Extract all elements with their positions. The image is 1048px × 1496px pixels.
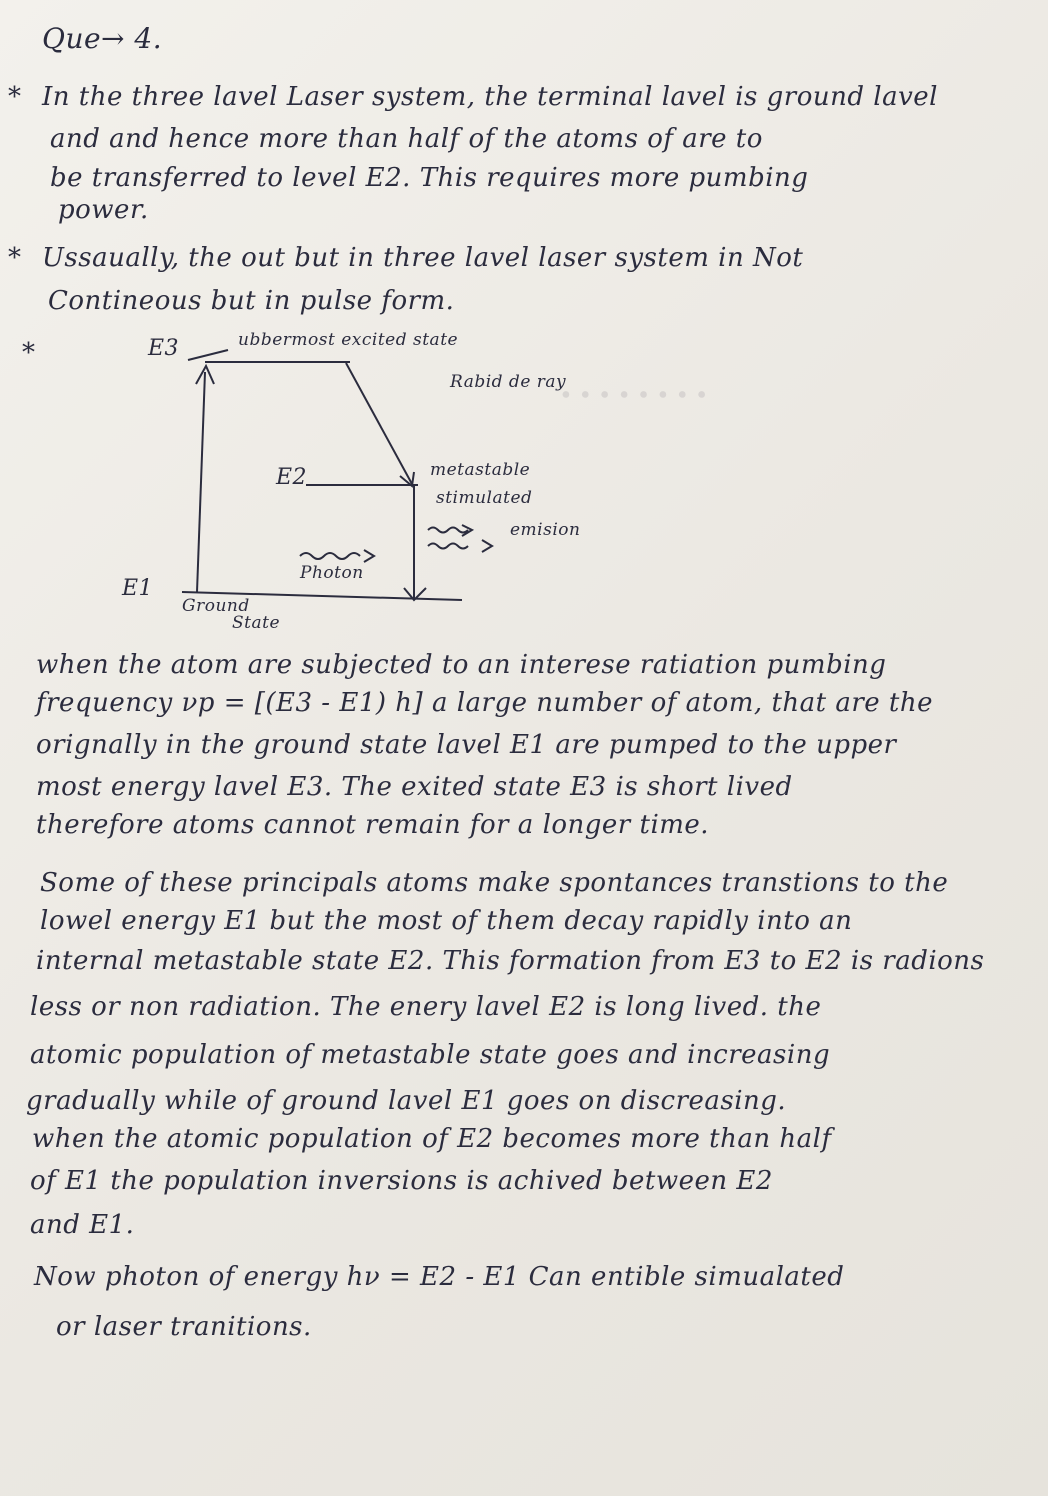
emission-wave-1: [427, 526, 469, 534]
para5-line-1: Now photon of energy hν = E2 - E1 Can en…: [34, 1262, 845, 1292]
photon-wave: [299, 552, 361, 560]
para3-line-1: when the atom are subjected to an intere…: [36, 650, 887, 680]
label-emission: emision: [510, 520, 581, 540]
label-stimulated: stimulated: [436, 488, 533, 508]
question-heading: Que→ 4.: [42, 22, 163, 55]
emission-wave-2-arrowhead: [481, 539, 494, 553]
label-ground: Ground: [182, 596, 250, 616]
bullet-3: *: [22, 338, 36, 368]
label-metastable: metastable: [430, 460, 531, 480]
para4-line-9: and E1.: [30, 1210, 135, 1240]
E1-level-line: [181, 591, 463, 601]
para2-line-2: Contineous but in pulse form.: [48, 286, 455, 316]
para2-line-1: Ussaually, the out but in three lavel la…: [42, 243, 804, 273]
para4-line-1: Some of these principals atoms make spon…: [40, 868, 949, 898]
para1-line-2: and and hence more than half of the atom…: [50, 124, 763, 154]
label-photon: Photon: [300, 563, 364, 583]
para4-line-3: internal metastable state E2. This forma…: [36, 946, 985, 976]
three-level-laser-diagram: [181, 349, 494, 602]
emission-wave-1-arrowhead: [461, 524, 475, 537]
para4-line-6: gradually while of ground lavel E1 goes …: [26, 1086, 787, 1116]
photon-wave-arrowhead: [363, 549, 376, 563]
label-E1: E1: [122, 576, 154, 601]
para4-line-4: less or non radiation. The enery lavel E…: [30, 992, 822, 1022]
para4-line-8: of E1 the population inversions is achiv…: [30, 1166, 773, 1196]
label-E3: E3: [148, 336, 180, 361]
para3-line-4: most energy lavel E3. The exited state E…: [36, 772, 793, 802]
para3-line-3: orignally in the ground state lavel E1 a…: [36, 730, 897, 760]
para4-line-2: lowel energy E1 but the most of them dec…: [40, 906, 853, 936]
para3-line-5: therefore atoms cannot remain for a long…: [36, 810, 710, 840]
bullet-2: *: [8, 243, 22, 273]
emission-wave-2: [427, 542, 469, 550]
E3-pointer-line: [187, 349, 229, 361]
stimulated-drop-arrowhead: [403, 587, 427, 602]
para1-line-4: power.: [58, 195, 149, 225]
pumping-arrow-line: [196, 371, 206, 593]
para1-line-1: In the three lavel Laser system, the ter…: [42, 82, 938, 112]
label-rapid-decay: Rabid de ray: [450, 372, 567, 392]
para3-line-2: frequency νp = [(E3 - E1) h] a large num…: [36, 688, 934, 718]
para4-line-5: atomic population of metastable state go…: [30, 1040, 831, 1070]
bullet-1: *: [8, 82, 22, 112]
label-E2: E2: [276, 465, 308, 490]
label-uppermost-excited-state: ubbermost excited state: [238, 330, 459, 350]
pumping-arrow-head: [195, 363, 215, 385]
para4-line-7: when the atomic population of E2 becomes…: [32, 1124, 832, 1154]
para1-line-3: be transferred to level E2. This require…: [50, 163, 809, 193]
label-state: State: [232, 613, 281, 633]
rapid-decay-line: [345, 362, 413, 485]
para5-line-2: or laser tranitions.: [56, 1312, 312, 1342]
